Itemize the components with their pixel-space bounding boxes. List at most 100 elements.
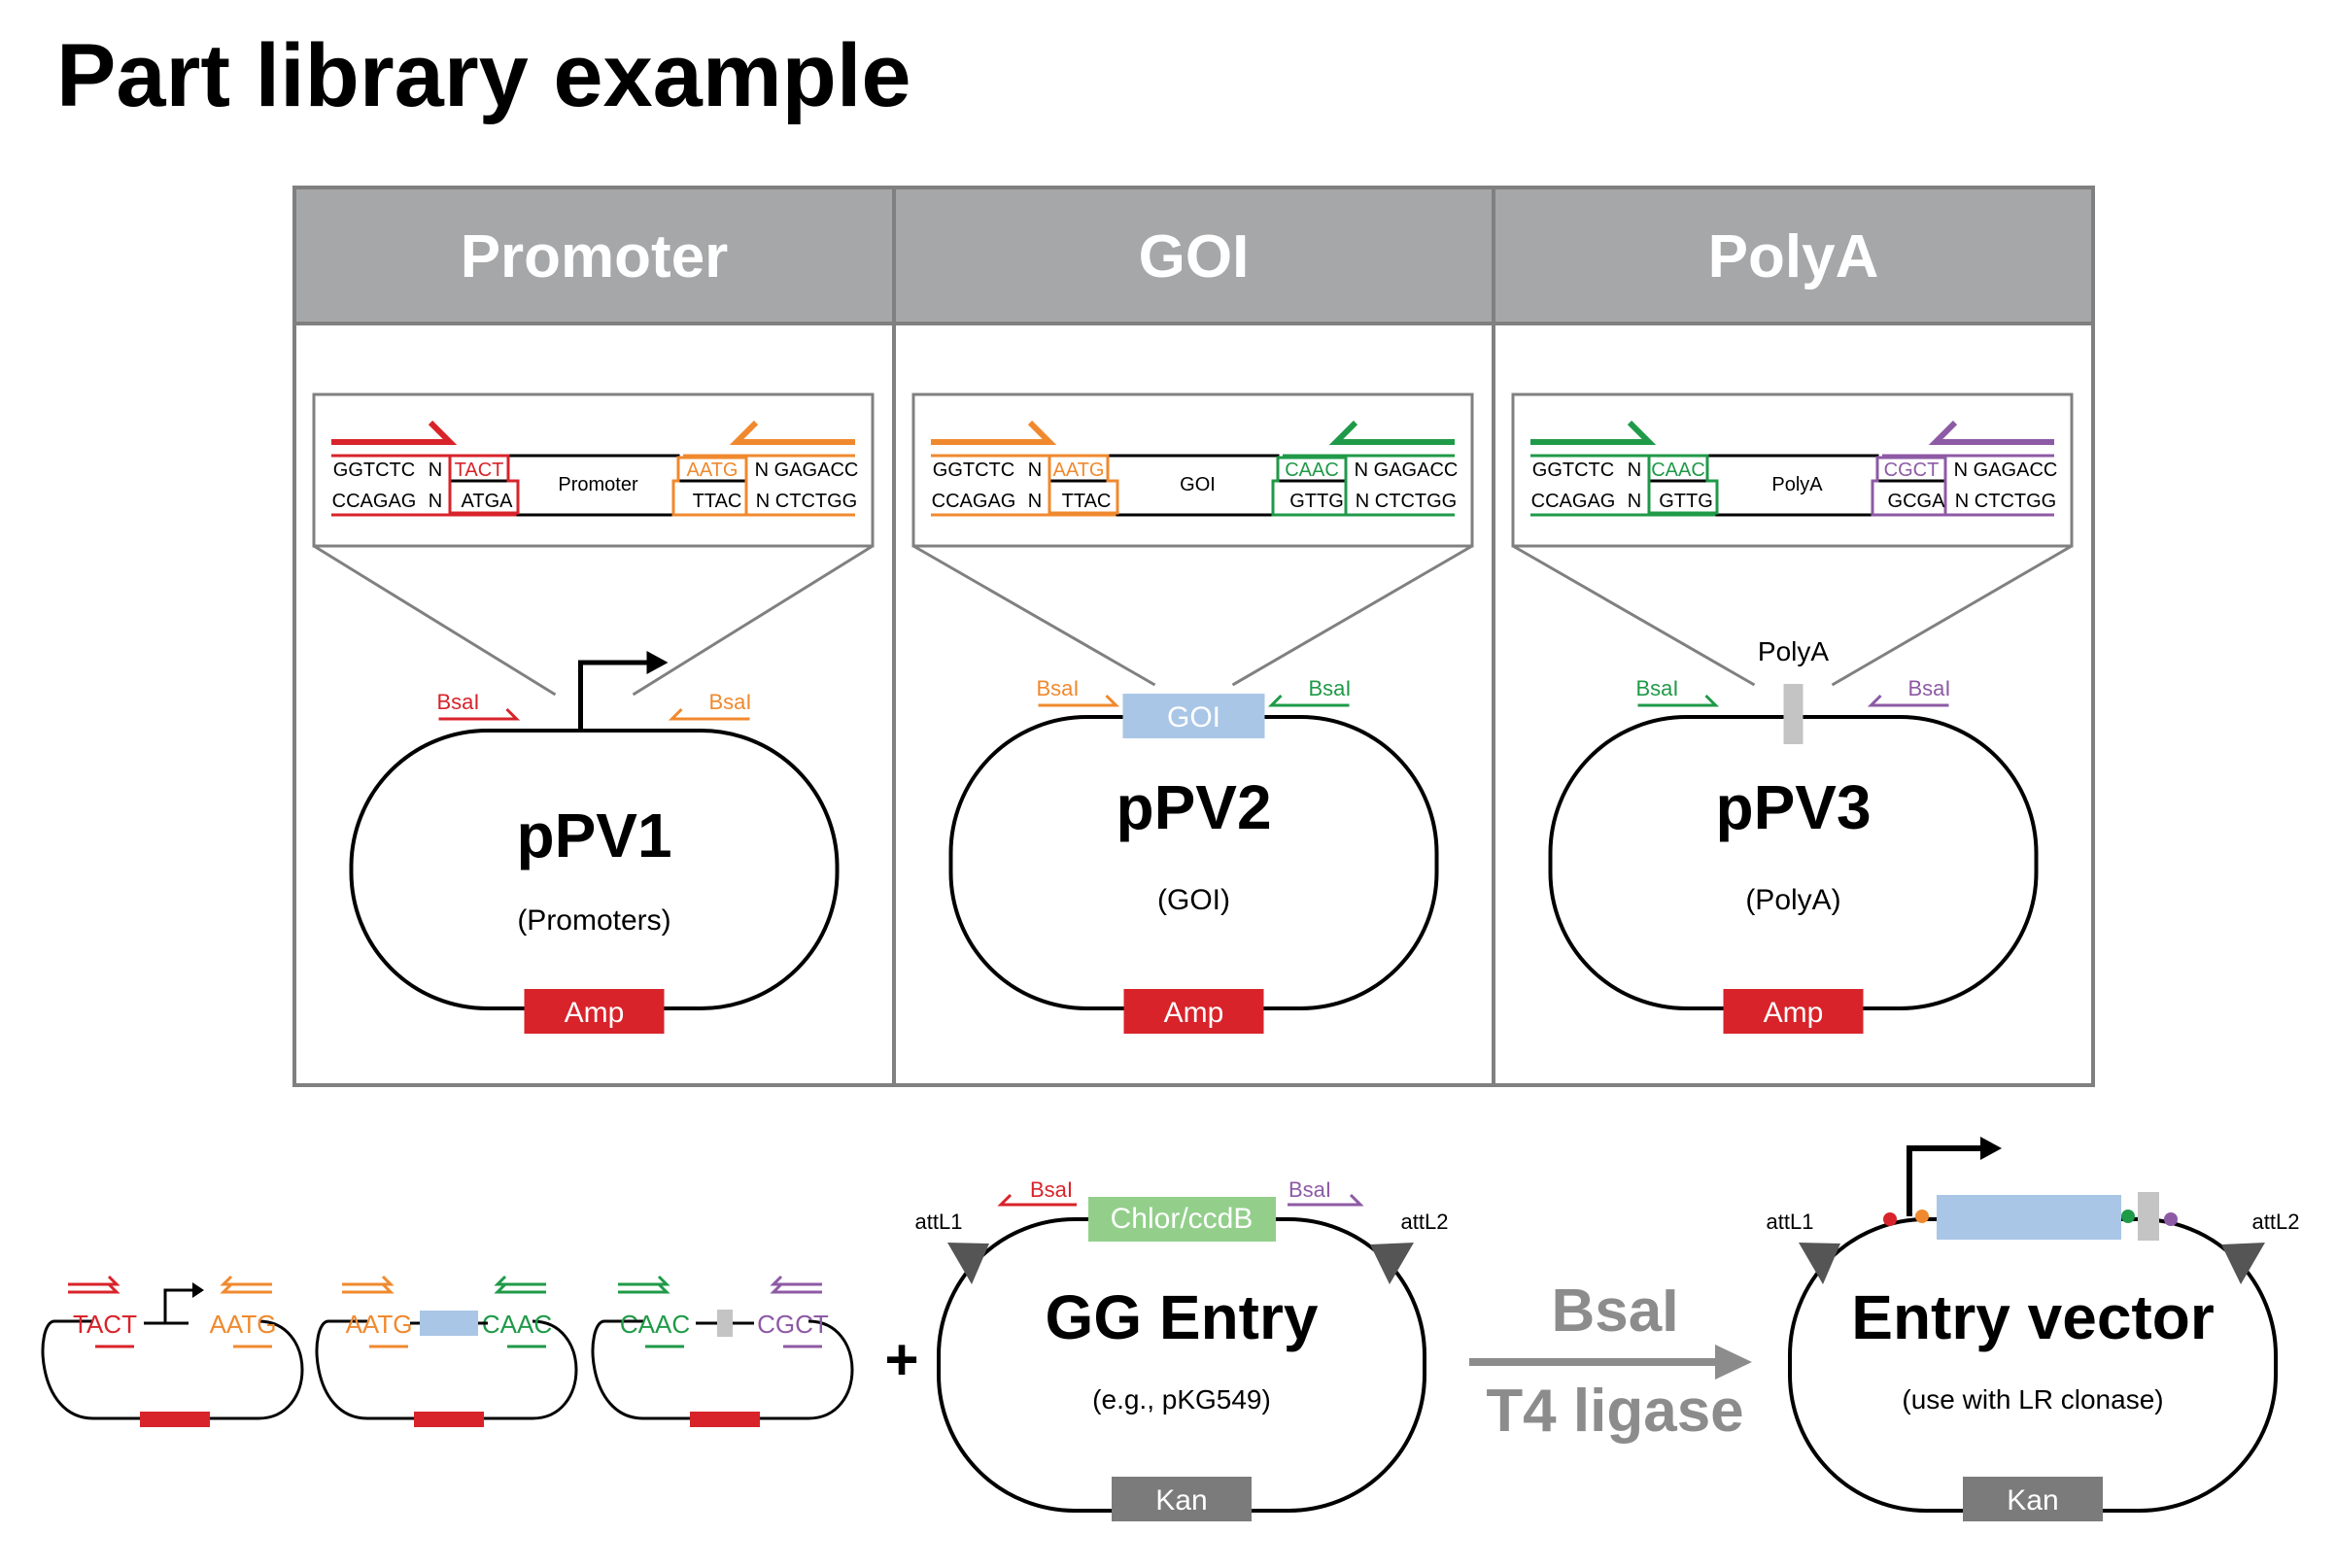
panel-header-title: GOI (1139, 223, 1250, 290)
mini-right-primer-top (220, 1275, 272, 1286)
right-overhang-box (671, 456, 748, 517)
gg-entry-subtitle: (e.g., pKG549) (1092, 1384, 1271, 1415)
panel-header-title: PolyA (1708, 223, 1879, 290)
mini-left-primer-top (342, 1275, 395, 1286)
primer-arrow (1288, 1193, 1364, 1207)
primer-arrow (68, 1282, 120, 1294)
promoter-arrowhead (646, 651, 669, 674)
primer-arrow (68, 1275, 120, 1286)
entry-attl1-label: attL1 (1767, 1210, 1814, 1234)
bsai-site-right (1867, 694, 1949, 707)
goi-feature-block (1122, 694, 1265, 738)
seq-top-recognition: GGTCTC (1532, 460, 1614, 481)
entry-kan-marker (1963, 1477, 2103, 1521)
seq-top-recognition: GGTCTC (333, 460, 415, 481)
kan-label: Kan (1155, 1484, 1207, 1517)
bsai-label-left: BsaI (1036, 676, 1079, 700)
seq-bottom-n: N (1028, 491, 1042, 512)
panel-header-bg (1492, 186, 2095, 325)
primer-arrow (931, 420, 1057, 445)
bsai-site-right (668, 707, 750, 721)
primer-arrow (770, 1275, 822, 1286)
attl1-label: attL1 (915, 1210, 963, 1234)
zoom-line-right (632, 544, 874, 697)
bsai-site-right (1288, 1193, 1364, 1207)
primer-arrow (438, 707, 521, 721)
mini-left-overhang: TACT (73, 1310, 137, 1339)
plasmid-name: pPV1 (516, 801, 671, 870)
mini-right-primer-bottom (220, 1282, 272, 1294)
seq-top-right-overhang: CGCT (1884, 460, 1940, 481)
entry-vector-outline (1788, 1217, 2278, 1513)
entry-overhang-dot-red (1883, 1212, 1897, 1226)
mini-polya-block (717, 1310, 733, 1337)
seq-bottom-recognition: CCAGAG (932, 491, 1016, 512)
seq-bottom-left-overhang: TTAC (1062, 491, 1112, 512)
plus-sign: + (884, 1327, 918, 1392)
seq-bottom-right-overhang: TTAC (693, 491, 742, 512)
seq-top-right-site: N GAGACC (1954, 460, 2058, 481)
zoom-line-right (1831, 544, 2073, 687)
plasmid-outline (948, 715, 1439, 1010)
seq-top-left-overhang: AATG (1053, 460, 1105, 481)
seq-bottom-right-site: N CTCTGG (756, 491, 857, 512)
polya-feature-block (1783, 684, 1804, 744)
entry-attl2-triangle (2221, 1243, 2265, 1284)
primer-arrow (1637, 694, 1720, 707)
entry-vector-name: Entry vector (1851, 1282, 2214, 1352)
panel-header-title: Promoter (461, 223, 729, 290)
primer-arrow (1267, 694, 1350, 707)
left-overhang-box (1048, 454, 1119, 515)
left-overhang-box (1647, 454, 1719, 515)
bsai-site-left (1637, 694, 1720, 707)
right-overhang-box (1271, 456, 1348, 517)
chlor-ccdb-label: Chlor/ccdB (1111, 1203, 1254, 1235)
bsai-label-right: BsaI (1907, 676, 1950, 700)
mini-amp-marker (140, 1412, 210, 1427)
forward-primer-arrow (931, 420, 1057, 445)
zoom-line-left (1512, 544, 1756, 687)
attl1-triangle (947, 1243, 989, 1284)
polya-feature-label: PolyA (1758, 636, 1829, 666)
mini-promoter-arrowhead (192, 1282, 204, 1298)
seq-bottom-recognition: CCAGAG (332, 491, 417, 512)
bsai-label-right: BsaI (1288, 1177, 1331, 1202)
panel-header-bg (292, 186, 896, 325)
bsai-label-right: BsaI (708, 690, 751, 714)
sequence-zoom-box (1511, 392, 2074, 548)
zoom-part-label: Promoter (558, 474, 638, 495)
primer-arrow (331, 420, 458, 445)
primer-arrow (770, 1282, 822, 1294)
entry-vector-subtitle: (use with LR clonase) (1902, 1384, 2163, 1415)
mini-left-primer-top (68, 1275, 120, 1286)
sequence-zoom-box (312, 392, 875, 548)
primer-arrow (618, 1275, 670, 1286)
attl2-label: attL2 (1401, 1210, 1449, 1234)
bsai-label-left: BsaI (1030, 1177, 1073, 1202)
amp-marker (524, 989, 665, 1034)
plasmid-name: pPV2 (1116, 772, 1271, 842)
left-overhang-box (448, 454, 520, 515)
mini-amp-marker (414, 1412, 484, 1427)
seq-top-right-overhang: AATG (687, 460, 739, 481)
reverse-primer-arrow (729, 420, 855, 445)
amp-marker (1723, 989, 1864, 1034)
entry-overhang-dot-green (2121, 1210, 2135, 1223)
chlor-ccdb-cassette (1088, 1197, 1276, 1242)
zoom-part-label: GOI (1180, 474, 1216, 495)
mini-right-overhang: CGCT (757, 1310, 829, 1339)
forward-primer-arrow (331, 420, 458, 445)
mini-left-primer-top (618, 1275, 670, 1286)
bsai-site-right (1267, 694, 1350, 707)
goi-feature-label: GOI (1167, 701, 1220, 733)
amp-marker (1123, 989, 1264, 1034)
plasmid-subtitle: (Promoters) (517, 904, 670, 937)
seq-bottom-left-overhang: GTTG (1659, 491, 1713, 512)
seq-top-n: N (429, 460, 442, 481)
seq-bottom-right-site: N CTCTGG (1955, 491, 2056, 512)
primer-arrow (729, 420, 855, 445)
